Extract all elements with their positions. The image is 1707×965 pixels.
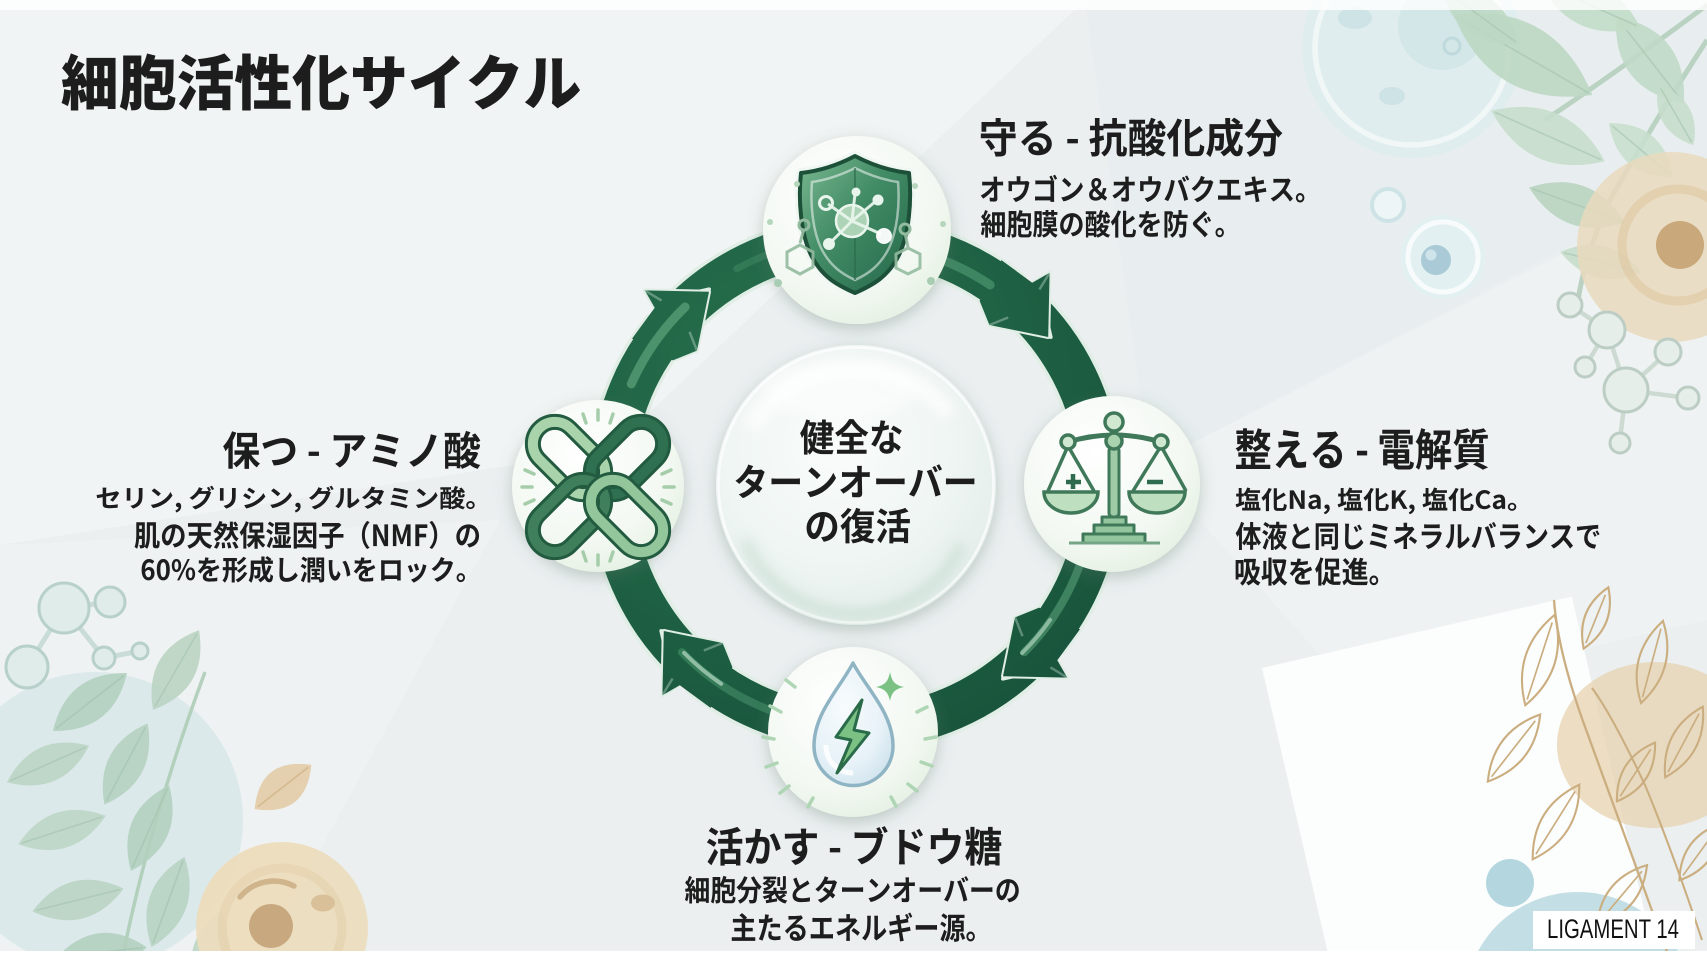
- svg-text:LIGAMENT 14: LIGAMENT 14: [1547, 914, 1679, 944]
